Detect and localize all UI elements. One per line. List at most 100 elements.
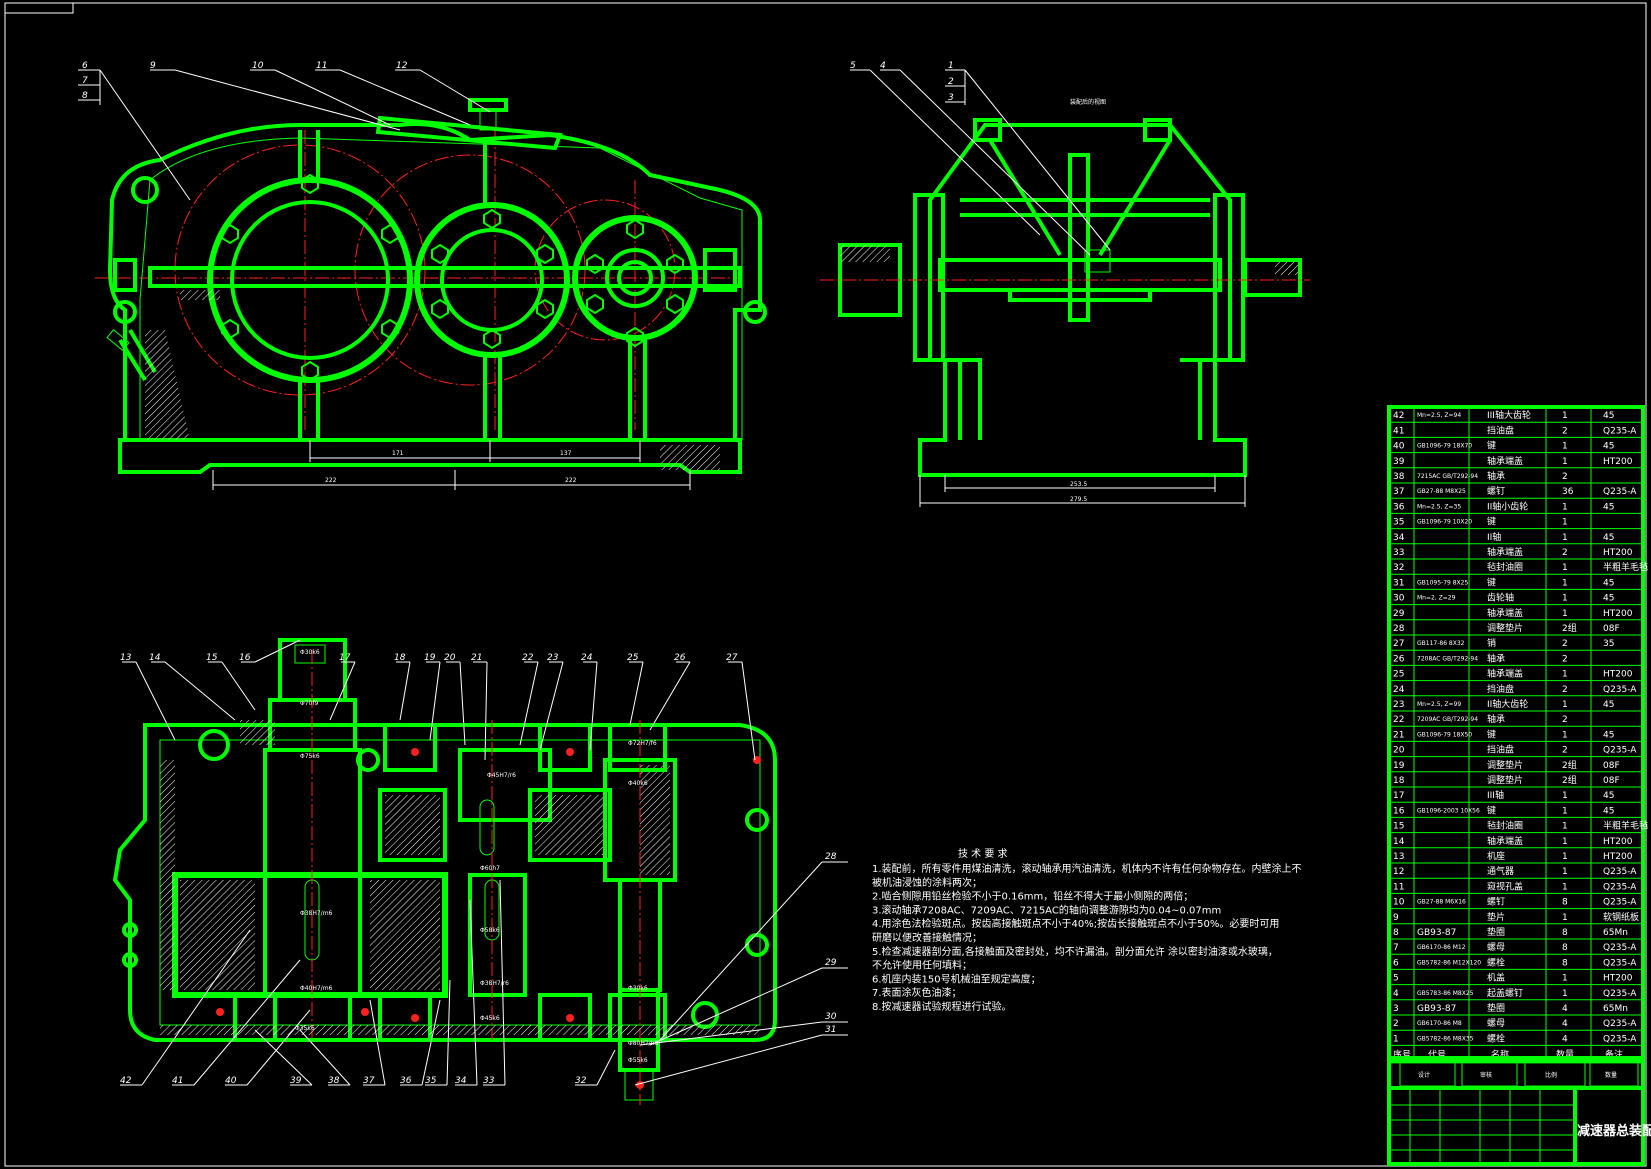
bom-cell-name: 轴承端盖 bbox=[1487, 455, 1523, 467]
bom-cell-code: GB27-88 M6X16 bbox=[1417, 899, 1466, 906]
bom-cell-code: GB27-88 M8X25 bbox=[1417, 488, 1466, 495]
bom-cell-code: GB117-86 8X32 bbox=[1417, 640, 1465, 647]
bom-cell-qty: 2组 bbox=[1562, 759, 1577, 771]
bom-cell-name: 挡油盘 bbox=[1487, 683, 1514, 695]
bom-cell-name: 键 bbox=[1487, 440, 1496, 452]
bom-cell-code: GB6170-86 M8 bbox=[1417, 1020, 1462, 1027]
bom-cell-material: 35 bbox=[1603, 639, 1614, 649]
side-label: 2 bbox=[948, 77, 954, 87]
plan-dim: Φ80H7/h8 bbox=[628, 1040, 659, 1047]
bom-cell-no: 35 bbox=[1393, 518, 1404, 528]
bom-cell-material: 45 bbox=[1603, 806, 1614, 816]
bom-cell-no: 28 bbox=[1393, 624, 1405, 634]
bom-cell-code: Mn=2.5, Z=99 bbox=[1417, 701, 1461, 708]
plan-dim: Φ38H7/m6 bbox=[300, 910, 333, 917]
bom-cell-name: 毡封油圈 bbox=[1487, 820, 1523, 832]
tech-line: 不允许使用任何填料； bbox=[872, 959, 972, 972]
drawing-title: 减速器总装配图 bbox=[1577, 1123, 1651, 1139]
side-label: 5 bbox=[850, 61, 856, 71]
plan-dim: Φ70f9 bbox=[300, 700, 318, 707]
bom-cell-qty: 1 bbox=[1562, 913, 1568, 923]
bom-cell-no: 16 bbox=[1393, 806, 1405, 816]
bom-cell-qty: 1 bbox=[1562, 837, 1568, 847]
front-dim-3: 222 bbox=[325, 477, 337, 484]
bom-cell-name: 挡油盘 bbox=[1487, 424, 1514, 436]
bom-cell-qty: 1 bbox=[1562, 791, 1568, 801]
bom-cell-name: 轴承端盖 bbox=[1487, 607, 1523, 619]
bom-cell-qty: 1 bbox=[1562, 411, 1568, 421]
bom-cell-name: 垫圈 bbox=[1487, 926, 1505, 938]
bom-cell-name: 轴承 bbox=[1487, 470, 1505, 482]
bom-cell-qty: 1 bbox=[1562, 442, 1568, 452]
bom-cell-code: GB1095-79 8X25 bbox=[1417, 579, 1468, 586]
bom-cell-qty: 8 bbox=[1562, 928, 1568, 938]
plan-top-label: 22 bbox=[522, 653, 534, 663]
bom-cell-qty: 2 bbox=[1562, 639, 1568, 649]
plan-dim: Φ75k6 bbox=[300, 753, 320, 760]
bom-cell-code: GB5783-86 M8X25 bbox=[1417, 990, 1474, 997]
bom-cell-no: 38 bbox=[1393, 472, 1405, 482]
bom-cell-material: Q235-A bbox=[1603, 746, 1637, 756]
plan-bottom-label: 42 bbox=[120, 1076, 132, 1086]
bom-cell-material: Q235-A bbox=[1603, 898, 1637, 908]
bom-cell-qty: 2 bbox=[1562, 472, 1568, 482]
plan-bottom-label: 38 bbox=[328, 1076, 340, 1086]
bom-cell-code: GB5782-86 M8X35 bbox=[1417, 1035, 1474, 1042]
plan-dim: Φ40H7/m6 bbox=[300, 985, 333, 992]
bom-cell-qty: 36 bbox=[1562, 487, 1574, 497]
title-cell: 比例 bbox=[1545, 1071, 1557, 1079]
bom-cell-name: 垫片 bbox=[1487, 911, 1505, 923]
bom-cell-no: 34 bbox=[1393, 533, 1405, 543]
bom-cell-name: 螺钉 bbox=[1487, 486, 1505, 497]
bom-cell-qty: 2 bbox=[1562, 746, 1568, 756]
tech-line: 2.啮合侧隙用铅丝检验不小于0.16mm，铅丝不得大于最小侧隙的两倍； bbox=[872, 890, 1193, 903]
bom-cell-code: 7215AC GB/T292-94 bbox=[1417, 473, 1478, 480]
bom-cell-material: 45 bbox=[1603, 594, 1614, 604]
bom-cell-material: Q235-A bbox=[1603, 487, 1637, 497]
plan-top-label: 18 bbox=[394, 653, 406, 663]
bom-cell-code: GB93-87 bbox=[1417, 1004, 1456, 1014]
plan-dim: Φ72H7/f6 bbox=[628, 740, 657, 747]
side-label: 1 bbox=[948, 61, 954, 71]
bom-cell-no: 23 bbox=[1393, 700, 1404, 710]
title-cell: 审核 bbox=[1480, 1071, 1492, 1079]
bom-row: 38 7215AC GB/T292-94 轴承 2 bbox=[1393, 470, 1568, 482]
plan-top-label: 27 bbox=[726, 653, 738, 663]
bom-cell-name: 键 bbox=[1487, 728, 1496, 740]
tech-line: 4.用涂色法检验斑点。按齿高接触斑点不小于40%;按齿长接触斑点不小于50%。必… bbox=[872, 917, 1279, 930]
bom-cell-name: 轴承端盖 bbox=[1487, 668, 1523, 680]
bom-cell-name: 键 bbox=[1487, 804, 1496, 816]
tech-line: 6.机座内装150号机械油至规定高度； bbox=[872, 972, 1041, 985]
plan-dim: Φ35k6 bbox=[295, 1025, 315, 1032]
plan-top-label: 14 bbox=[149, 653, 161, 663]
plan-bottom-label: 32 bbox=[575, 1076, 587, 1086]
bom-cell-name: 调整垫片 bbox=[1487, 622, 1523, 634]
plan-top-label: 17 bbox=[339, 653, 351, 663]
plan-bottom-label: 37 bbox=[363, 1076, 375, 1086]
bom-cell-name: 轴承 bbox=[1487, 652, 1505, 664]
bom-cell-material: 软钢纸板 bbox=[1603, 911, 1639, 923]
bom-cell-material: 45 bbox=[1603, 411, 1614, 421]
front-label: 9 bbox=[150, 61, 156, 71]
bom-cell-name: 机座 bbox=[1487, 850, 1505, 862]
bom-cell-no: 24 bbox=[1393, 685, 1405, 695]
bom-cell-material: HT200 bbox=[1603, 670, 1633, 680]
bom-cell-material: 08F bbox=[1603, 776, 1620, 786]
plan-bottom-label: 36 bbox=[400, 1076, 412, 1086]
bom-cell-qty: 1 bbox=[1562, 882, 1568, 892]
plan-top-label: 20 bbox=[444, 653, 456, 663]
bom-cell-code: GB1096-79 10X20 bbox=[1417, 519, 1472, 526]
bom-frame bbox=[1387, 405, 1645, 1064]
